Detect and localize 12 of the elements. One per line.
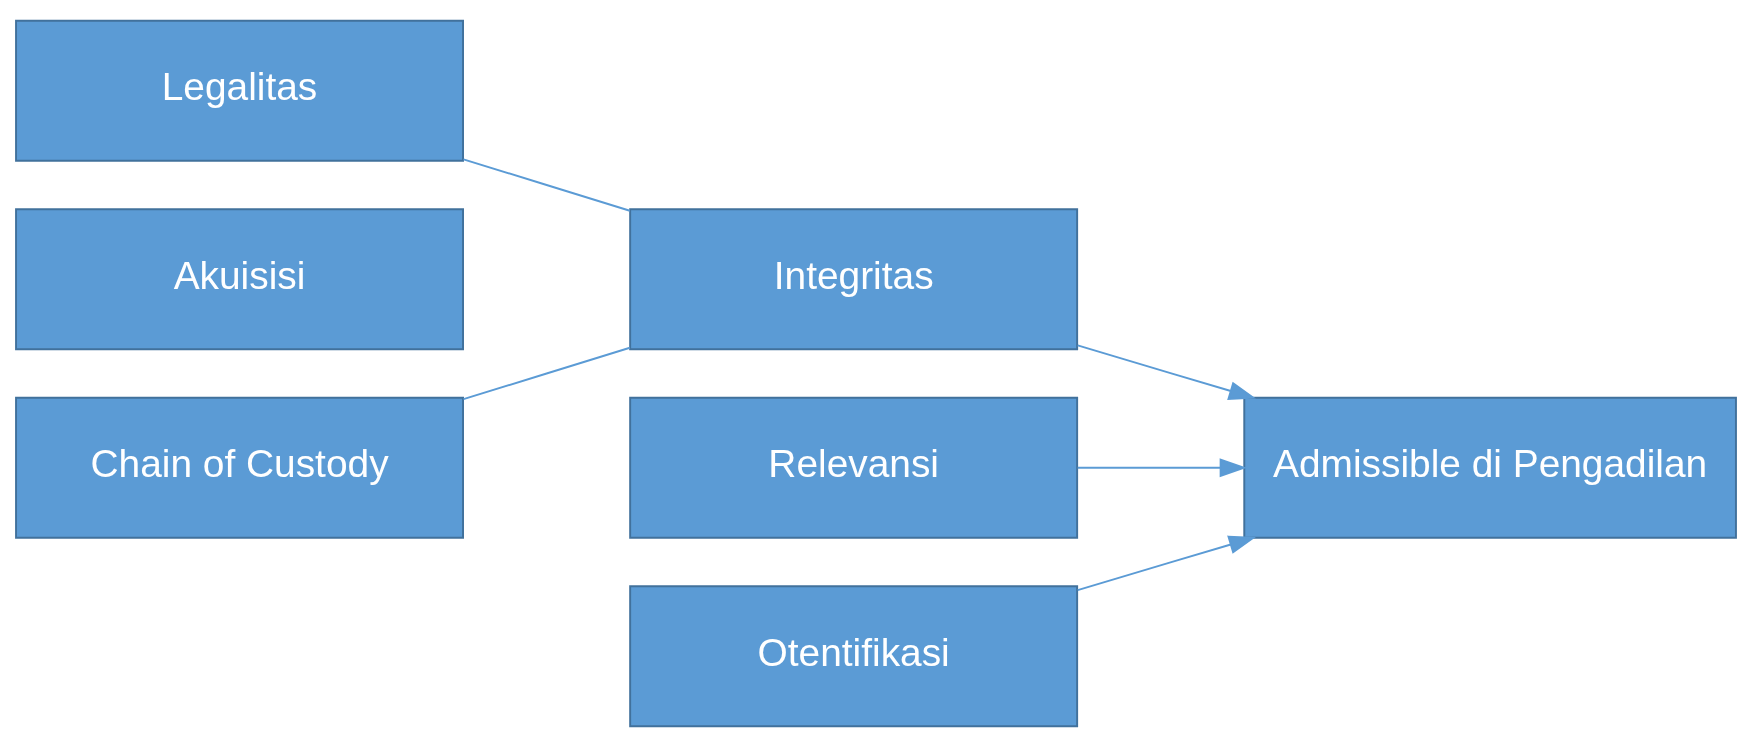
node-box: Chain of Custody (15, 396, 464, 539)
node-box: Relevansi (629, 396, 1079, 539)
node-box: Integritas (629, 208, 1079, 351)
node-box: Legalitas (15, 19, 464, 162)
node-box: Akuisisi (15, 208, 464, 351)
arrow (1076, 458, 1247, 478)
node-box: Otentifikasi (629, 585, 1079, 728)
arrow (1076, 535, 1256, 592)
node-box: Admissible di Pengadilan (1243, 396, 1737, 539)
arrow (1076, 344, 1256, 400)
connector (462, 346, 631, 401)
connector (462, 158, 631, 212)
